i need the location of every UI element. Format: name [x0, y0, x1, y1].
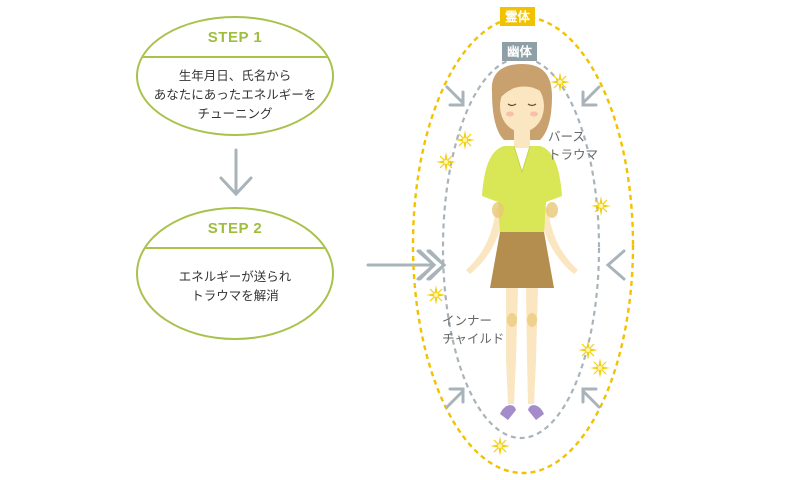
step-1-line: チューニング	[197, 106, 273, 121]
down-arrow	[219, 148, 253, 197]
birth-trauma-line: バース	[548, 129, 585, 144]
inward-arrow-mid-left	[418, 249, 447, 281]
inward-arrow-bottom-left	[445, 387, 465, 409]
inward-arrow-mid-right	[605, 249, 626, 281]
step-1-line: あなたにあったエネルギーを	[153, 87, 317, 102]
woman-figure	[466, 64, 578, 420]
birth-trauma-label: バース トラウマ	[548, 128, 598, 164]
inward-arrow-top-right	[581, 85, 601, 107]
inner-child-line: インナー	[442, 313, 493, 328]
step-2-line: トラウマを解消	[191, 288, 279, 303]
step-2-line: エネルギーが送られ	[178, 269, 292, 284]
step-1-text: 生年月日、氏名から あなたにあったエネルギーを チューニング	[138, 58, 332, 123]
inner-child-label: インナー チャイルド	[442, 312, 504, 348]
step-1-box: STEP 1 生年月日、氏名から あなたにあったエネルギーを チューニング	[136, 16, 334, 136]
spirit-body-label: 霊体	[500, 7, 536, 26]
step-1-line: 生年月日、氏名から	[178, 68, 292, 83]
inward-arrow-top-left	[445, 85, 465, 107]
inward-arrow-bottom-right	[581, 387, 601, 409]
etheric-body-label: 幽体	[502, 42, 538, 61]
step-2-box: STEP 2 エネルギーが送られ トラウマを解消	[136, 207, 334, 340]
step-2-text: エネルギーが送られ トラウマを解消	[138, 249, 332, 305]
inner-child-line: チャイルド	[442, 331, 505, 346]
step-2-title: STEP 2	[138, 209, 332, 249]
step-1-title: STEP 1	[138, 18, 332, 58]
birth-trauma-line: トラウマ	[548, 147, 599, 162]
